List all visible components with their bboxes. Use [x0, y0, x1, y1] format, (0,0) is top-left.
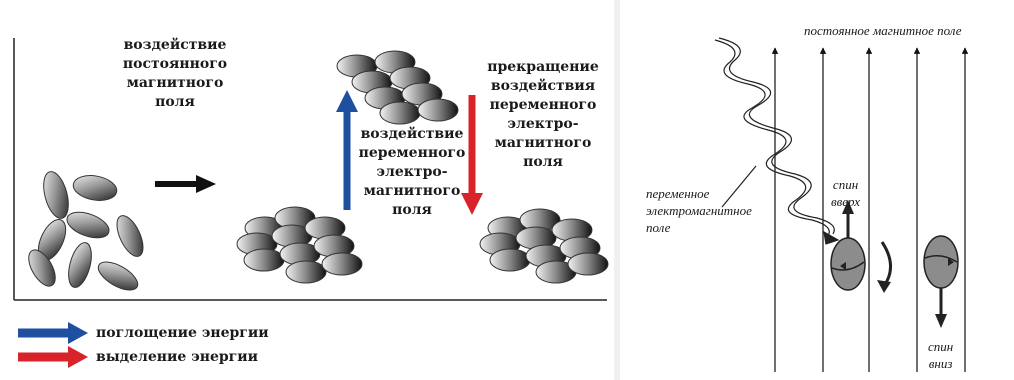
legend-absorb-arrow-head: [68, 322, 88, 344]
em-wave: [714, 37, 840, 245]
label-static-field: воздействие постоянного магнитного поля: [122, 37, 228, 110]
spin-down-label: спин вниз: [928, 339, 954, 371]
emit-arrow-head: [461, 193, 483, 215]
excited-spins-group: [336, 50, 459, 125]
legend-emit-label: выделение энергии: [96, 349, 259, 365]
spin-up-sphere: [830, 200, 866, 291]
static-field-title: постоянное магнитное поле: [804, 23, 962, 38]
flip-arrow: [880, 241, 892, 287]
relaxed-spins-group: [479, 208, 609, 284]
absorb-arrow-head: [336, 90, 358, 112]
spin-down-sphere: [923, 235, 959, 328]
field-lines-group: [771, 47, 969, 372]
panel-divider: [614, 0, 620, 380]
legend-emit-arrow-head: [68, 346, 88, 368]
flip-arrow-head: [877, 280, 891, 293]
spin-up-label: спин вверх: [831, 177, 861, 209]
wave-label: переменное электромагнитное поле: [646, 186, 752, 235]
random-spins-group: [28, 171, 144, 291]
wave-label-pointer: [721, 165, 757, 208]
aligned-spins-group: [236, 206, 363, 284]
legend-absorb-label: поглощение энергии: [96, 325, 269, 341]
label-ac-field: воздействие переменного электро- магнитн…: [358, 126, 466, 218]
static-field-arrow-head: [196, 175, 216, 193]
label-stop-field: прекращение воздействия переменного элек…: [487, 59, 599, 170]
